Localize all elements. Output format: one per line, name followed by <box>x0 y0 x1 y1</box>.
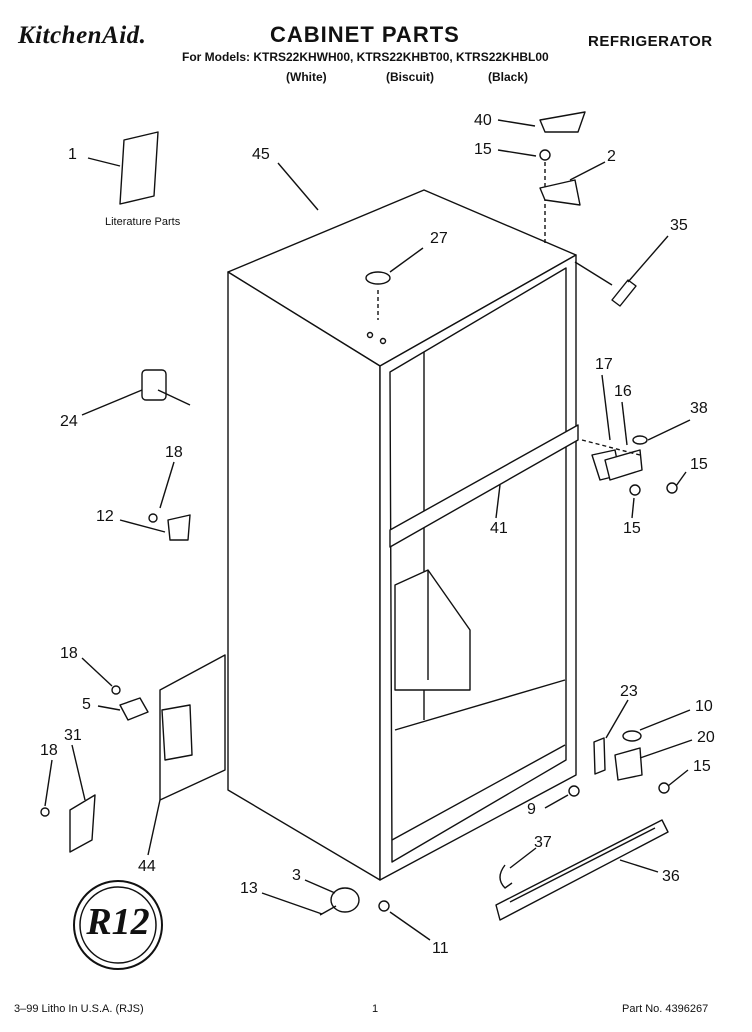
callout-12: 12 <box>96 508 114 525</box>
footer-litho: 3–99 Litho In U.S.A. (RJS) <box>14 1003 144 1015</box>
callout-35: 35 <box>670 217 688 234</box>
footer-page: 1 <box>372 1003 379 1015</box>
callout-16: 16 <box>614 383 632 400</box>
model-list: For Models: KTRS22KHWH00, KTRS22KHBT00, … <box>182 50 549 64</box>
callout-18: 18 <box>165 444 183 461</box>
callout-27: 27 <box>430 230 448 247</box>
callout-11: 11 <box>432 940 449 957</box>
badge-text: R12 <box>86 901 150 943</box>
callout-38: 38 <box>690 400 708 417</box>
callout-15: 15 <box>623 520 641 537</box>
brand-logo: KitchenAid. <box>18 22 147 49</box>
callout-45: 45 <box>252 146 270 163</box>
callout-10: 10 <box>695 698 713 715</box>
callout-37: 37 <box>534 834 552 851</box>
cabinet-body <box>227 189 577 881</box>
callout-18: 18 <box>40 742 58 759</box>
callout-1: 1 <box>68 146 77 163</box>
footer-part-number: Part No. 4396267 <box>622 1003 709 1015</box>
callout-15: 15 <box>693 758 711 775</box>
color-biscuit: (Biscuit) <box>386 70 434 84</box>
callout-13: 13 <box>240 880 258 897</box>
callout-44: 44 <box>138 858 156 875</box>
literature-booklet <box>119 131 159 205</box>
callout-24: 24 <box>60 413 78 430</box>
callout-5: 5 <box>82 696 91 713</box>
callout-40: 40 <box>474 112 492 129</box>
callout-18: 18 <box>60 645 78 662</box>
callout-3: 3 <box>292 867 301 884</box>
callout-31: 31 <box>64 727 82 744</box>
literature-label: Literature Parts <box>105 216 181 228</box>
callout-9: 9 <box>527 801 536 818</box>
callout-2: 2 <box>607 148 616 165</box>
callout-23: 23 <box>620 683 638 700</box>
callout-20: 20 <box>697 729 715 746</box>
section-label: REFRIGERATOR <box>588 33 713 50</box>
color-black: (Black) <box>488 70 529 84</box>
callout-41: 41 <box>490 520 508 537</box>
callout-36: 36 <box>662 868 680 885</box>
callout-17: 17 <box>595 356 613 373</box>
color-white: (White) <box>286 70 327 84</box>
rail-41 <box>389 424 579 548</box>
page-title: CABINET PARTS <box>270 22 460 47</box>
callout-15: 15 <box>474 141 492 158</box>
callout-15: 15 <box>690 456 708 473</box>
r12-badge <box>73 880 163 970</box>
